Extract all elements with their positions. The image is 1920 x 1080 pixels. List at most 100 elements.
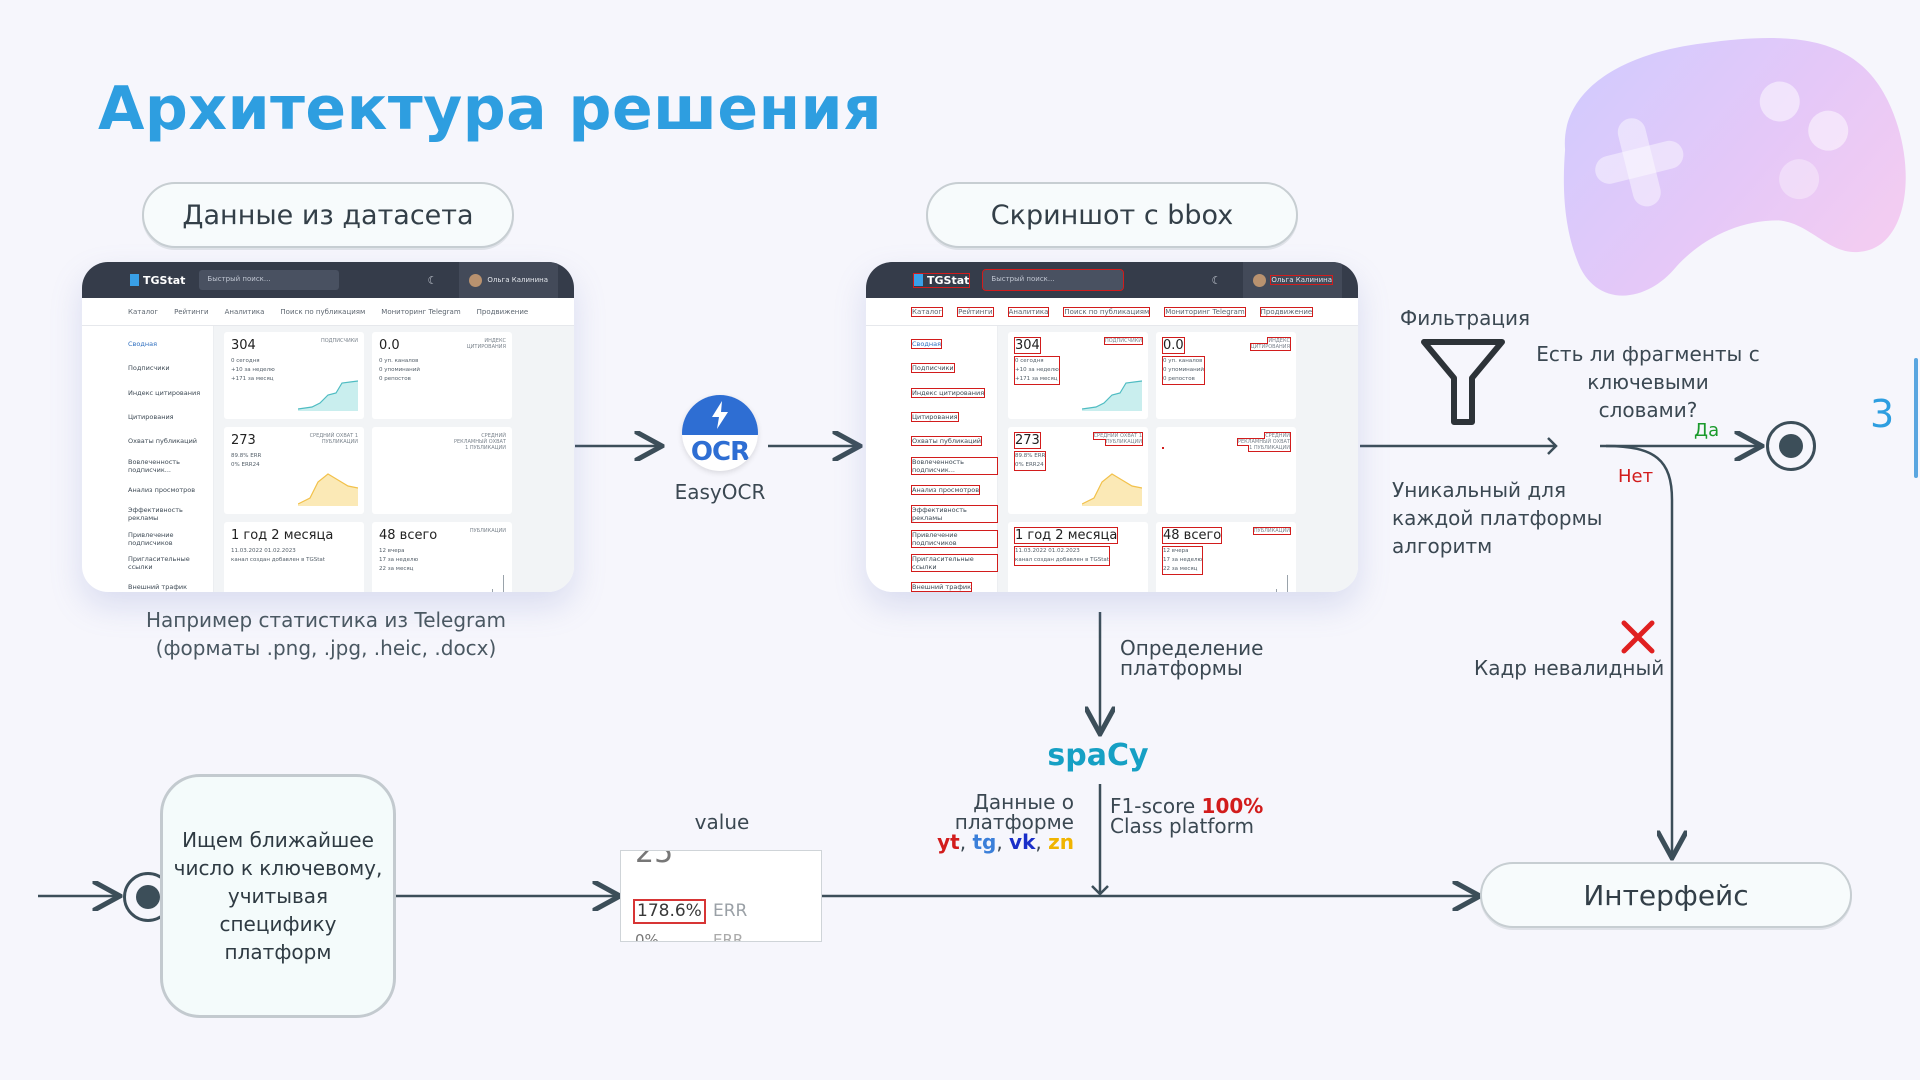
class-platform-line: Class platform — [1110, 814, 1254, 838]
funnel-icon — [1421, 339, 1505, 425]
platform-data-line1: Данные о — [973, 790, 1074, 814]
tgstat-nav-item: Мониторинг Telegram — [1164, 306, 1246, 317]
tgstat-tile-sub: 0 репостов — [379, 376, 411, 382]
tgstat-tile: 273 СРЕДНИЙ ОХВАТ 1 ПУБЛИКАЦИИ 89.8% ERR… — [224, 427, 364, 514]
tgstat-tile-sub: 0 сегодня — [231, 358, 260, 364]
platform-code-separator: , — [1035, 830, 1049, 854]
decision-yes-label: Да — [1694, 420, 1720, 441]
tgstat-bars — [1276, 575, 1288, 592]
tgstat-nav-item: Рейтинги — [957, 306, 994, 317]
keyword-question-line1: Есть ли фрагменты с — [1536, 342, 1760, 366]
tgstat-tile-value: 48 всего — [379, 528, 438, 543]
tgstat-sparkline — [1082, 473, 1142, 506]
nearest-number-line2: число к ключевому, — [173, 856, 383, 880]
tgstat-tile: СРЕДНИЙ РЕКЛАМНЫЙ ОХВАТ 1 ПУБЛИКАЦИИ — [1156, 427, 1296, 514]
tgstat-logo: TGStat — [130, 274, 185, 287]
tgstat-tile-value: 0.0 — [1162, 337, 1185, 354]
page-number: 3 — [1870, 392, 1895, 436]
tgstat-nav-item: Каталог — [910, 306, 944, 317]
tgstat-sidebar-item: Эффективность рекламы — [911, 502, 998, 526]
tgstat-sidebar-item: Охваты публикаций — [910, 436, 983, 447]
tgstat-tile-sub: +171 за месяц — [231, 376, 274, 382]
tgstat-sidebar-item: Анализ просмотров — [910, 484, 981, 495]
platform-data-note: Данные о платформе yt, tg, vk, zn — [936, 792, 1074, 852]
tgstat-tile-meta: СРЕДНИЙ РЕКЛАМНЫЙ ОХВАТ 1 ПУБЛИКАЦИИ — [1237, 432, 1291, 452]
tgstat-nav-item: Поиск по публикациям — [280, 307, 366, 316]
value-crop-image: 25 178.6% ERR 0% ERR... — [620, 850, 822, 942]
slide-title: Архитектура решения — [98, 74, 883, 144]
moon-icon: ☾ — [1211, 273, 1222, 287]
tgstat-tile-sub: 22 за месяц — [1163, 566, 1198, 572]
tgstat-tile-sub: 89.8% ERR — [231, 453, 262, 459]
tgstat-tile-meta: ИНДЕКС ЦИТИРОВАНИЯ — [466, 338, 506, 350]
tgstat-bars — [492, 575, 504, 592]
tgstat-sidebar-item: Подписчики — [128, 364, 170, 373]
tgstat-nav-item: Мониторинг Telegram — [381, 307, 461, 316]
platform-code-vk: vk — [1009, 830, 1036, 854]
tgstat-tile-value: 1 год 2 месяца — [231, 528, 334, 543]
tgstat-search-input: Быстрый поиск... — [982, 269, 1125, 291]
tgstat-tile-value: 304 — [231, 338, 256, 353]
tgstat-tile-sub: 0 упоминаний — [1163, 367, 1204, 373]
tgstat-nav-item: Аналитика — [224, 307, 265, 316]
tgstat-nav-item: Продвижение — [1259, 306, 1314, 317]
invalid-frame-label: Кадр невалидный — [1474, 656, 1665, 680]
spacy-logo: spaCy — [1047, 738, 1149, 773]
value-label: value — [694, 810, 750, 834]
dataset-label: Данные из датасета — [142, 182, 514, 248]
value-crop-ghost-bottom: 0% — [635, 931, 659, 942]
tgstat-tile-sub: 0 репостов — [1163, 376, 1195, 382]
tgstat-tile-sub: 17 за неделю — [379, 557, 419, 563]
tgstat-tile-sub: канал создан добавлен в TGStat — [1015, 557, 1109, 563]
f1-score-prefix: F1-score — [1110, 794, 1202, 818]
unique-algorithm-line3: алгоритм — [1392, 534, 1493, 558]
slide-scroll-indicator — [1914, 358, 1918, 478]
f1-score-note: F1-score 100% Class platform — [1110, 796, 1263, 836]
tgstat-sidebar-item: Индекс цитирования — [910, 387, 986, 398]
interface-node: Интерфейс — [1480, 862, 1852, 928]
tgstat-sidebar-item: Индекс цитирования — [128, 388, 201, 397]
tgstat-nav-item: Каталог — [128, 307, 159, 316]
tgstat-tile-meta: ИНДЕКС ЦИТИРОВАНИЯ — [1249, 337, 1292, 351]
keyword-question-line3: словами? — [1598, 398, 1698, 422]
value-crop-ghost-top: 25 — [635, 850, 674, 870]
edge-filter-arrow — [1547, 437, 1558, 455]
tgstat-topbar: TGStat Быстрый поиск... ☾ Ольга Калинина — [866, 262, 1358, 298]
tgstat-tile-sub: 17 за неделю — [1163, 557, 1203, 563]
platform-detection-label: Определение платформы — [1120, 638, 1263, 678]
tgstat-tile-value: 48 всего — [1161, 527, 1223, 544]
tgstat-tile-value: 273 — [231, 433, 256, 448]
platform-code-tg: tg — [972, 830, 997, 854]
bbox-label: Скриншот с bbox — [926, 182, 1298, 248]
ocr-tool-name: EasyOCR — [674, 480, 766, 504]
tgstat-user: Ольга Калинина — [459, 262, 558, 298]
tgstat-nav-item: Поиск по публикациям — [1063, 306, 1151, 317]
gamepad-icon — [1563, 38, 1906, 296]
dataset-screenshot: TGStat Быстрый поиск... ☾ Ольга Калинина… — [82, 262, 574, 592]
tgstat-logo-icon — [914, 274, 923, 286]
red-cross-icon — [1621, 620, 1655, 654]
tgstat-tile-sub: 0 уп. каналов — [379, 358, 419, 364]
platform-code-zn: zn — [1048, 830, 1074, 854]
ocr-badge: OCR — [682, 395, 758, 471]
tgstat-sidebar-item: Внешний трафик — [128, 583, 188, 592]
platform-code-separator: , — [996, 830, 1010, 854]
tgstat-sidebar-item: Вовлеченность подписчик... — [911, 453, 998, 477]
tgstat-sidebar-item: Цитирования — [128, 413, 174, 422]
tgstat-tile-sub: 11.03.2022 01.02.2023 — [231, 548, 296, 554]
decision-endpoint — [1766, 421, 1816, 471]
tgstat-tile-meta: ПУБЛИКАЦИИ — [1252, 527, 1292, 535]
tgstat-user: Ольга Калинина — [1243, 262, 1342, 298]
tgstat-tile-sub: канал создан добавлен в TGStat — [231, 557, 325, 563]
tgstat-tile-sub: 89.8% ERR — [1015, 453, 1046, 459]
avatar — [469, 273, 483, 287]
tgstat-tile: 304 ПОДПИСЧИКИ 0 сегодня+10 за неделю+17… — [1008, 332, 1148, 419]
dataset-caption-line2: (форматы .png, .jpg, .heic, .docx) — [155, 636, 497, 660]
tgstat-sidebar-item: Вовлеченность подписчик... — [128, 457, 180, 474]
tgstat-tile-sub: +10 за неделю — [1015, 367, 1059, 373]
platform-data-line2: платформе — [954, 810, 1074, 834]
